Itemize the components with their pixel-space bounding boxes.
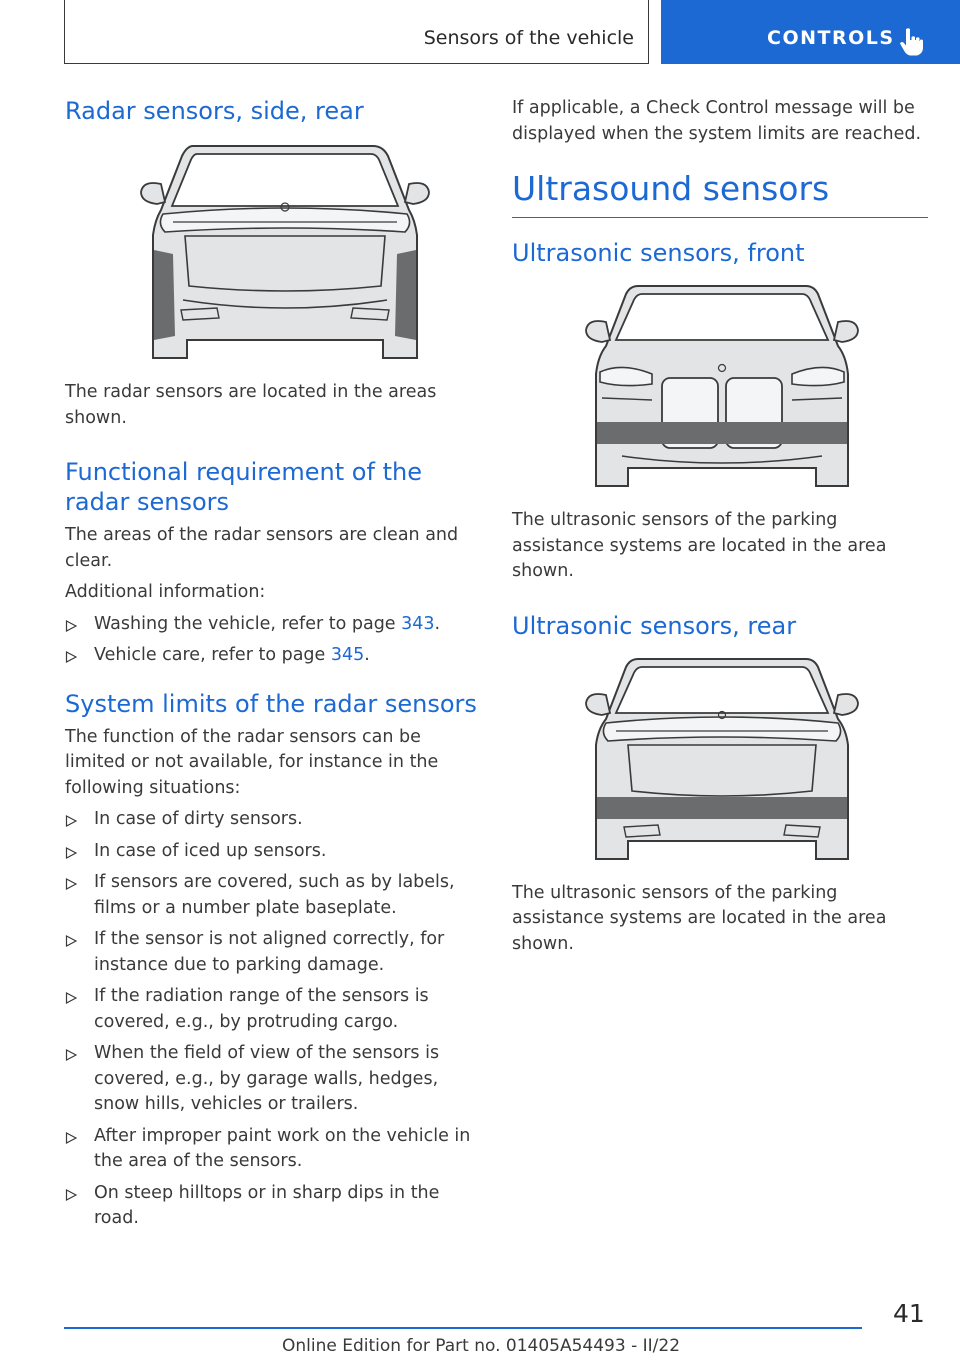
- list-item: If the radiation range of the sensors is…: [65, 984, 481, 1035]
- list-item-text: If sensors are covered, such as by label…: [94, 872, 455, 918]
- right-column: If applicable, a Check Control message w…: [512, 96, 928, 963]
- list-item-text: If the radiation range of the sensors is…: [94, 986, 429, 1032]
- list-item-text: If the sensor is not aligned correctly, …: [94, 929, 445, 975]
- ultrasonic-rear-title: Ultrasonic sensors, rear: [512, 611, 797, 640]
- functional-requirement-text: The areas of the radar sensors are clean…: [65, 525, 459, 571]
- page-link-343[interactable]: 343: [401, 613, 435, 634]
- functional-requirement-title: Functional requirement of the radar sens…: [65, 458, 422, 516]
- pointing-hand-icon: [900, 28, 923, 56]
- system-limits-text: The function of the radar sensors can be…: [65, 726, 439, 798]
- list-item: If sensors are covered, such as by label…: [65, 870, 481, 921]
- triangle-bullet-icon: [65, 619, 77, 632]
- list-item-text: Washing the vehicle, refer to page: [94, 613, 402, 634]
- ultrasonic-front-caption: The ultrasonic sensors of the parking as…: [512, 510, 887, 581]
- header-chapter-tab[interactable]: CONTROLS: [661, 0, 960, 64]
- list-item-text: In case of dirty sensors.: [94, 809, 303, 829]
- triangle-bullet-icon: [65, 1188, 77, 1201]
- list-item-text: After improper paint work on the vehicle…: [94, 1125, 471, 1172]
- list-item-end: .: [364, 645, 370, 665]
- list-item-text: When the field of view of the sensors is…: [94, 1043, 440, 1114]
- header-chapter-label: CONTROLS: [767, 27, 895, 49]
- triangle-bullet-icon: [65, 815, 77, 827]
- check-control-text: If applicable, a Check Control message w…: [512, 98, 922, 144]
- system-limits-list: In case of dirty sensors. In case of iced…: [65, 807, 481, 1232]
- ultrasonic-front-title: Ultrasonic sensors, front: [512, 239, 805, 267]
- list-item-text: On steep hilltops or in sharp dips in th…: [94, 1182, 440, 1229]
- list-item: In case of dirty sensors.: [65, 807, 481, 833]
- header-section-box: Sensors of the vehicle: [64, 0, 649, 64]
- footer-edition: Online Edition for Part no. 01405A54493 …: [282, 1336, 681, 1356]
- triangle-bullet-icon: [65, 1131, 77, 1144]
- header-section-title: Sensors of the vehicle: [423, 27, 634, 49]
- triangle-bullet-icon: [65, 935, 77, 947]
- triangle-bullet-icon: [65, 878, 77, 890]
- ultrasound-sensors-heading: Ultrasound sensors: [512, 169, 928, 218]
- triangle-bullet-icon: [65, 992, 77, 1004]
- list-item: Vehicle care, refer to page 345.: [65, 643, 481, 669]
- list-item: On steep hilltops or in sharp dips in th…: [65, 1181, 481, 1232]
- list-item: If the sensor is not aligned correctly, …: [65, 927, 481, 978]
- page-link-345[interactable]: 345: [330, 645, 365, 665]
- additional-information-label: Additional information:: [65, 582, 266, 602]
- triangle-bullet-icon: [65, 651, 77, 663]
- radar-sensors-title: Radar sensors, side, rear: [65, 97, 364, 125]
- front-ultrasonic-illustration: [585, 285, 859, 487]
- footer-divider: [64, 1327, 862, 1329]
- list-item: When the field of view of the sensors is…: [65, 1041, 481, 1118]
- left-column: Radar sensors, side, rear The radar sens…: [65, 96, 481, 1238]
- rear-radar-illustration: [140, 145, 430, 359]
- radar-sensors-caption: The radar sensors are located in the are…: [65, 382, 437, 428]
- list-item: In case of iced up sensors.: [65, 839, 481, 865]
- page-number: 41: [893, 1299, 925, 1328]
- triangle-bullet-icon: [65, 846, 77, 859]
- system-limits-title: System limits of the radar sensors: [65, 689, 477, 718]
- list-item: After improper paint work on the vehicle…: [65, 1124, 481, 1175]
- ultrasonic-rear-caption: The ultrasonic sensors of the parking as…: [512, 882, 887, 954]
- rear-ultrasonic-illustration: [585, 657, 859, 860]
- list-item-text: In case of iced up sensors.: [94, 840, 327, 861]
- triangle-bullet-icon: [65, 1049, 77, 1061]
- list-item-text: Vehicle care, refer to page: [94, 645, 331, 665]
- list-item: Washing the vehicle, refer to page 343.: [65, 612, 481, 638]
- additional-information-list: Washing the vehicle, refer to page 343. …: [65, 612, 481, 669]
- list-item-end: .: [434, 613, 441, 634]
